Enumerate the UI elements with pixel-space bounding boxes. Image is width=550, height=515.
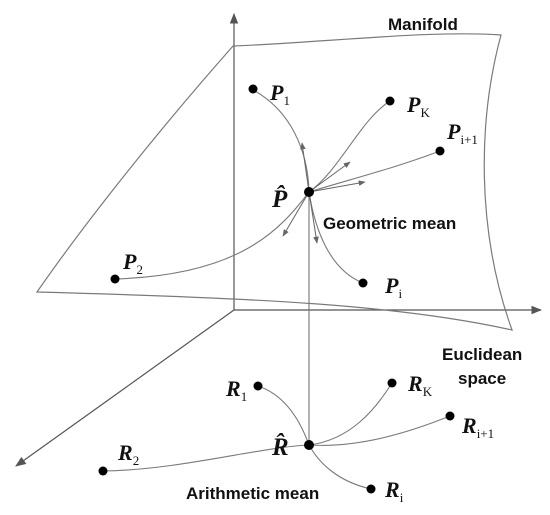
geodesic-pi xyxy=(308,191,364,284)
tangent-vectors xyxy=(282,142,366,244)
manifold-label: Manifold xyxy=(388,15,458,34)
point-r-hat xyxy=(304,440,314,450)
geodesic-p1 xyxy=(252,89,310,193)
euclidean-label: Euclidean xyxy=(442,345,522,364)
y-axis xyxy=(15,309,235,467)
line-rk xyxy=(308,382,393,446)
label-pi: Pi xyxy=(384,273,402,301)
geometric-mean-label: Geometric mean xyxy=(323,214,456,233)
arithmetic-mean-label: Arithmetic mean xyxy=(186,484,319,503)
label-p2: P2 xyxy=(122,249,143,277)
geodesic-p2 xyxy=(114,191,310,280)
label-p1: P1 xyxy=(269,80,290,108)
point-pi1 xyxy=(435,146,445,156)
point-p-hat xyxy=(304,187,314,197)
line-ri xyxy=(308,444,372,490)
line-r1 xyxy=(257,385,310,446)
point-rk xyxy=(387,378,397,388)
label-p-hat: P̂ xyxy=(271,185,288,213)
point-pi xyxy=(358,278,368,288)
geodesic-pk xyxy=(308,100,391,193)
label-r-hat: R̂ xyxy=(271,433,289,461)
line-r2 xyxy=(102,444,310,472)
label-rk: RK xyxy=(407,371,433,399)
point-p2 xyxy=(110,274,120,284)
label-ri1: Ri+1 xyxy=(461,413,494,441)
point-ri xyxy=(366,484,376,494)
point-r2 xyxy=(98,466,108,476)
point-pk xyxy=(385,96,395,106)
point-p1 xyxy=(248,84,258,94)
point-r1 xyxy=(253,381,263,391)
point-ri1 xyxy=(445,411,455,421)
label-ri: Ri xyxy=(384,477,404,505)
manifold-surface xyxy=(35,33,513,331)
label-r1: R1 xyxy=(225,376,247,404)
label-pk: PK xyxy=(406,92,430,120)
label-pi1: Pi+1 xyxy=(446,119,478,147)
line-ri1 xyxy=(308,415,451,446)
label-r2: R2 xyxy=(117,440,139,468)
geodesic-pi1 xyxy=(308,150,441,193)
space-label: space xyxy=(458,369,506,388)
